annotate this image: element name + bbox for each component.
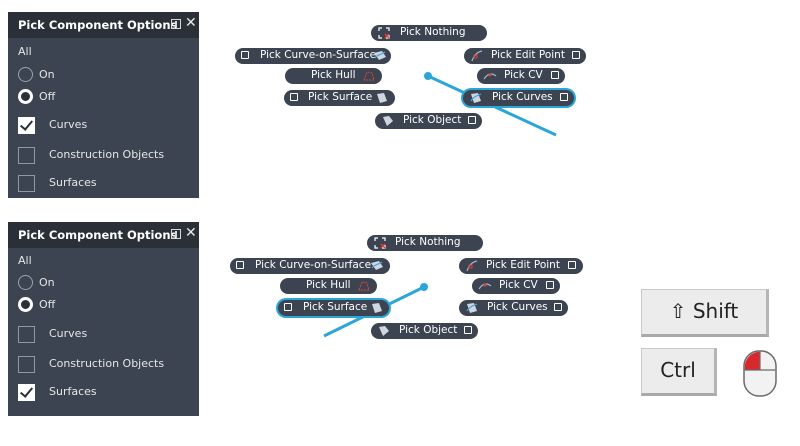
checkbox-construction-label: Construction Objects — [49, 148, 165, 161]
option-box-icon[interactable] — [568, 261, 576, 269]
radio-off-label: Off — [39, 90, 56, 103]
mouse-left-click-icon — [743, 350, 777, 397]
menu-item-pick-surface[interactable]: Pick Surface — [284, 90, 395, 106]
checkbox-curves[interactable]: Curves — [18, 326, 199, 344]
radio-off[interactable]: Off — [18, 89, 199, 107]
gesture-origin-top — [424, 72, 432, 80]
checkbox-curves-box[interactable] — [18, 117, 35, 134]
edit-point-icon — [471, 50, 483, 62]
checkbox-construction-box[interactable] — [18, 356, 35, 373]
radio-on[interactable]: On — [18, 67, 199, 85]
radio-on-circle[interactable] — [18, 275, 33, 290]
ctrl-key: Ctrl — [641, 348, 717, 396]
menu-item-pick-object[interactable]: Pick Object — [375, 113, 482, 129]
menu-item-pick-nothing[interactable]: Pick Nothing — [371, 25, 487, 41]
menu-item-pick-curves[interactable]: Pick Curves — [459, 300, 568, 316]
pick-component-options-panel-top: Pick Component Options ✕ All On Off Curv… — [8, 12, 199, 198]
option-box-icon[interactable] — [241, 51, 249, 59]
checkbox-curves[interactable]: Curves — [18, 117, 199, 135]
checkbox-curves-label: Curves — [49, 118, 88, 131]
option-box-icon[interactable] — [464, 326, 472, 334]
option-box-icon[interactable] — [560, 93, 568, 101]
option-box-icon[interactable] — [551, 71, 559, 79]
menu-item-pick-curve-on-surface[interactable]: Pick Curve-on-Surface — [235, 48, 391, 64]
pin-icon[interactable] — [171, 19, 181, 29]
checkbox-surfaces-box[interactable] — [18, 175, 35, 192]
radio-on-circle[interactable] — [18, 67, 33, 82]
section-label-all: All — [18, 45, 32, 58]
checkbox-surfaces[interactable]: Surfaces — [18, 384, 199, 402]
option-box-icon[interactable] — [284, 303, 292, 311]
radio-on-label: On — [39, 276, 55, 289]
radio-off-circle[interactable] — [18, 297, 33, 312]
checkbox-surfaces-box[interactable] — [18, 384, 35, 401]
close-icon[interactable]: ✕ — [185, 225, 197, 241]
menu-item-pick-object[interactable]: Pick Object — [371, 323, 478, 339]
curves-icon — [470, 93, 482, 103]
checkbox-construction-label: Construction Objects — [49, 357, 165, 370]
checkbox-curves-label: Curves — [49, 327, 88, 340]
hull-icon — [358, 281, 370, 291]
gesture-origin-bottom — [420, 283, 428, 291]
pin-icon[interactable] — [171, 229, 181, 239]
radio-off[interactable]: Off — [18, 297, 199, 315]
menu-item-pick-cv[interactable]: Pick CV — [472, 278, 560, 294]
option-box-icon[interactable] — [290, 93, 298, 101]
panel-header: Pick Component Options ✕ — [8, 222, 199, 248]
checkbox-surfaces-label: Surfaces — [49, 385, 97, 398]
panel-title: Pick Component Options — [18, 228, 178, 242]
radio-off-label: Off — [39, 298, 56, 311]
checkbox-surfaces-label: Surfaces — [49, 176, 97, 189]
hull-icon — [363, 71, 375, 81]
pick-component-options-panel-bottom: Pick Component Options ✕ All On Off Curv… — [8, 222, 199, 416]
pick-nothing-icon — [378, 27, 390, 39]
menu-item-pick-curve-on-surface[interactable]: Pick Curve-on-Surface — [230, 258, 390, 274]
shift-key-label: ⇧ Shift — [669, 299, 739, 323]
shift-key: ⇧ Shift — [641, 289, 769, 337]
checkbox-curves-box[interactable] — [18, 326, 35, 343]
panel-header: Pick Component Options ✕ — [8, 12, 199, 38]
menu-item-pick-surface[interactable]: Pick Surface — [278, 300, 389, 316]
curve-on-surface-icon — [374, 51, 386, 60]
ctrl-key-label: Ctrl — [660, 358, 696, 382]
checkbox-surfaces[interactable]: Surfaces — [18, 175, 199, 193]
checkbox-construction-box[interactable] — [18, 147, 35, 164]
checkbox-construction-objects[interactable]: Construction Objects — [18, 356, 199, 374]
close-icon[interactable]: ✕ — [185, 15, 197, 31]
option-box-icon[interactable] — [236, 261, 244, 269]
object-icon — [383, 116, 393, 126]
surface-icon — [372, 303, 382, 313]
menu-item-pick-nothing[interactable]: Pick Nothing — [367, 235, 483, 251]
menu-item-pick-hull[interactable]: Pick Hull — [280, 278, 377, 294]
menu-item-pick-edit-point[interactable]: Pick Edit Point — [459, 258, 583, 274]
menu-item-pick-cv[interactable]: Pick CV — [477, 68, 565, 84]
curve-on-surface-icon — [371, 261, 383, 270]
edit-point-icon — [466, 260, 478, 272]
pick-nothing-icon — [374, 237, 386, 249]
option-box-icon[interactable] — [554, 303, 562, 311]
option-box-icon[interactable] — [546, 281, 554, 289]
menu-item-pick-curves[interactable]: Pick Curves — [463, 90, 574, 106]
menu-item-pick-hull[interactable]: Pick Hull — [285, 68, 382, 84]
section-label-all: All — [18, 254, 32, 267]
option-box-icon[interactable] — [572, 51, 580, 59]
cv-icon — [478, 283, 492, 290]
panel-title: Pick Component Options — [18, 18, 178, 32]
radio-on[interactable]: On — [18, 275, 199, 293]
menu-item-pick-edit-point[interactable]: Pick Edit Point — [464, 48, 586, 64]
surface-icon — [377, 93, 387, 103]
option-box-icon[interactable] — [468, 116, 476, 124]
radio-off-circle[interactable] — [18, 89, 33, 104]
cv-icon — [483, 73, 497, 80]
curves-icon — [466, 303, 478, 313]
object-icon — [379, 326, 389, 336]
radio-on-label: On — [39, 68, 55, 81]
checkbox-construction-objects[interactable]: Construction Objects — [18, 147, 199, 165]
